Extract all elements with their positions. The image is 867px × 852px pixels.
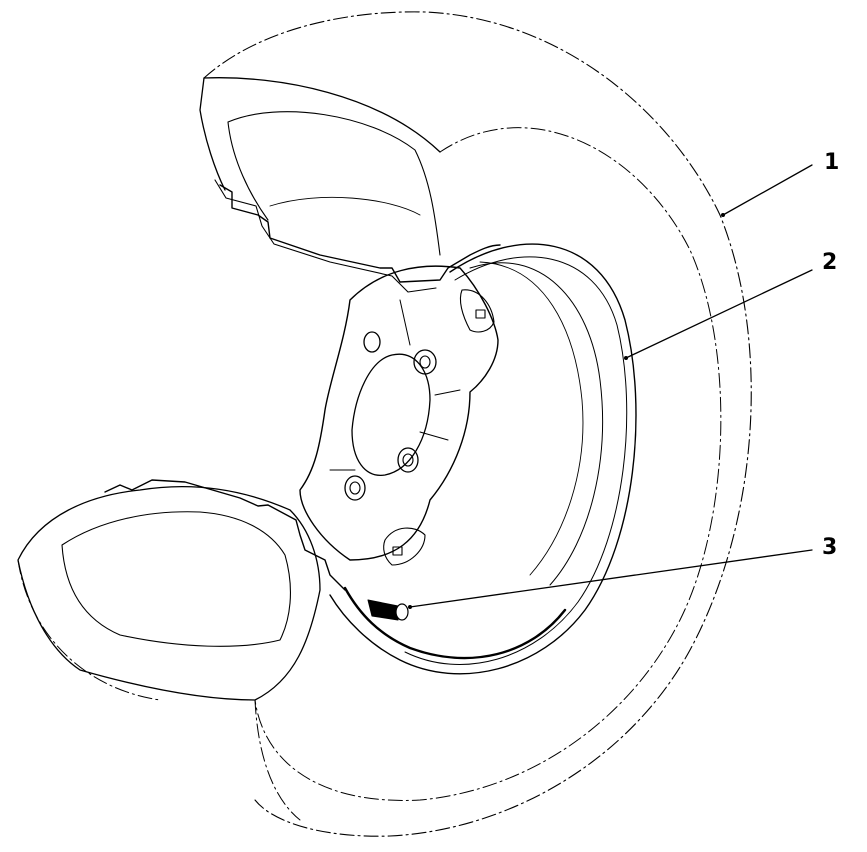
lug-nut-3 (344, 475, 366, 501)
hub-cutout-lower (383, 527, 426, 566)
hub-cutout-upper (459, 289, 495, 333)
tire-outer-profile (203, 11, 752, 837)
callout-label-1: 1 (824, 150, 840, 175)
tire (17, 11, 752, 837)
leader-dot-1 (721, 213, 725, 217)
lug-nut-2-inner (402, 453, 414, 467)
rim-outer-flange-inner (404, 256, 628, 665)
hub-slot-upper (475, 309, 486, 319)
leader-dot-2 (624, 356, 628, 360)
valve-stem-cap (395, 603, 409, 621)
leader-dot-3 (408, 605, 412, 609)
leader-line-2 (625, 269, 813, 359)
hub-center-bore (351, 353, 431, 476)
rim-dark-inner-band (343, 586, 567, 660)
rim-outer-flange (329, 243, 637, 675)
tire-lower-cut-outline (17, 485, 321, 701)
callout-label-2: 2 (822, 250, 838, 275)
lug-nut-4 (363, 331, 381, 353)
tire-lower-sidewall-bottom (17, 559, 301, 821)
rim (329, 243, 637, 675)
hub (299, 265, 499, 566)
hub-slot-lower (392, 546, 403, 556)
tire-sidewall-edge (254, 127, 722, 801)
valve-stem-body (367, 599, 399, 621)
tire-upper-inner-cavity (227, 111, 441, 256)
tire-upper-bead (219, 184, 501, 283)
tire-upper-cut-top (203, 77, 441, 153)
lug-nut-1 (413, 349, 437, 375)
lug-nut-1-inner (419, 355, 431, 369)
lug-nut-2 (397, 447, 419, 473)
lug-nut-3-inner (349, 481, 361, 495)
callout-label-3: 3 (822, 535, 838, 560)
valve-stem (367, 599, 409, 621)
hub-plate (299, 265, 499, 561)
hub-rib-1 (329, 299, 461, 471)
rim-well-1 (469, 262, 603, 586)
leader-line-1 (722, 164, 813, 216)
tire-lower-bead (104, 479, 346, 591)
tire-upper-cut-face (199, 77, 226, 191)
tire-upper-cavity-line (269, 196, 421, 216)
tire-upper-bead-inner (214, 179, 437, 293)
tire-lower-inner-cavity (61, 511, 291, 647)
rim-well-2 (479, 261, 584, 576)
leader-line-3 (409, 549, 813, 608)
